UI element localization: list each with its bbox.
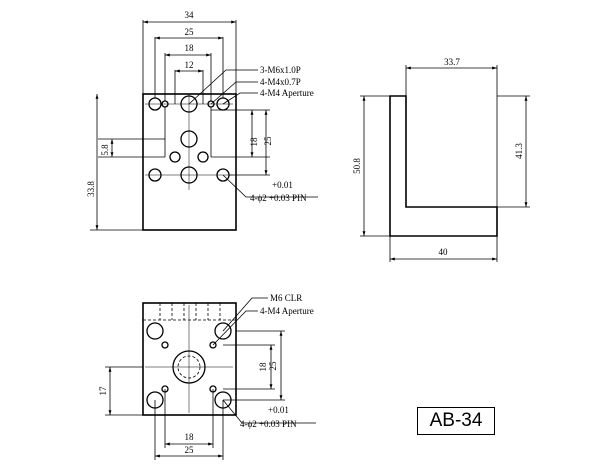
dim-side-41-3: 41.3	[514, 143, 524, 159]
dim-front-width: 34	[185, 10, 195, 20]
front-view: 34 25 18 12 33.8 5.8 18 25	[86, 10, 318, 231]
dim-front-height: 33.8	[86, 181, 96, 197]
bottom-view: 18 25 17 18 25 M6 CLR 4-M4 Aperture +0.0…	[98, 293, 316, 460]
dim-bottom-17: 17	[98, 386, 108, 396]
dim-front-v25: 25	[263, 136, 273, 146]
dim-front-25: 25	[185, 27, 195, 37]
side-view: 33.7 50.8 41.3 40	[352, 57, 530, 262]
pin-tolerance: +0.01	[272, 180, 293, 190]
bottom-callout-leaders	[212, 297, 316, 424]
bottom-center-lines	[145, 305, 233, 413]
callout-bottom-aperture: 4-M4 Aperture	[260, 306, 314, 316]
callout-m4: 4-M4x0.7P	[260, 77, 301, 87]
dim-bottom-v18: 18	[258, 362, 268, 372]
dim-front-12: 12	[185, 60, 194, 70]
bottom-pin-spec: 4-ϕ2 +0.03 PIN	[240, 419, 297, 429]
front-callout-leaders	[188, 69, 318, 198]
dim-bottom-v25: 25	[268, 361, 278, 371]
bottom-dimension-lines	[108, 331, 283, 458]
dim-side-33-7: 33.7	[444, 57, 460, 67]
side-dimension-lines	[362, 66, 528, 261]
front-dimension-lines	[95, 20, 268, 230]
dim-front-v18: 18	[249, 137, 259, 147]
pin-spec: 4-ϕ2 +0.03 PIN	[250, 193, 307, 203]
callout-aperture: 4-M4 Aperture	[260, 88, 314, 98]
dim-front-5-8: 5.8	[100, 144, 110, 156]
part-number-label: AB-34	[417, 407, 495, 435]
dim-side-40: 40	[439, 247, 449, 257]
bottom-hidden-slots	[159, 303, 221, 320]
dim-front-18: 18	[185, 43, 195, 53]
bottom-extension-lines	[105, 330, 285, 460]
callout-m6-clr: M6 CLR	[270, 293, 302, 303]
front-holes	[148, 95, 230, 184]
dim-bottom-18: 18	[185, 432, 195, 442]
dim-bottom-25: 25	[185, 445, 195, 455]
bottom-pin-tolerance: +0.01	[268, 405, 289, 415]
front-view-body	[142, 93, 237, 231]
callout-m6: 3-M6x1.0P	[260, 65, 301, 75]
dim-side-50-8: 50.8	[352, 158, 362, 174]
